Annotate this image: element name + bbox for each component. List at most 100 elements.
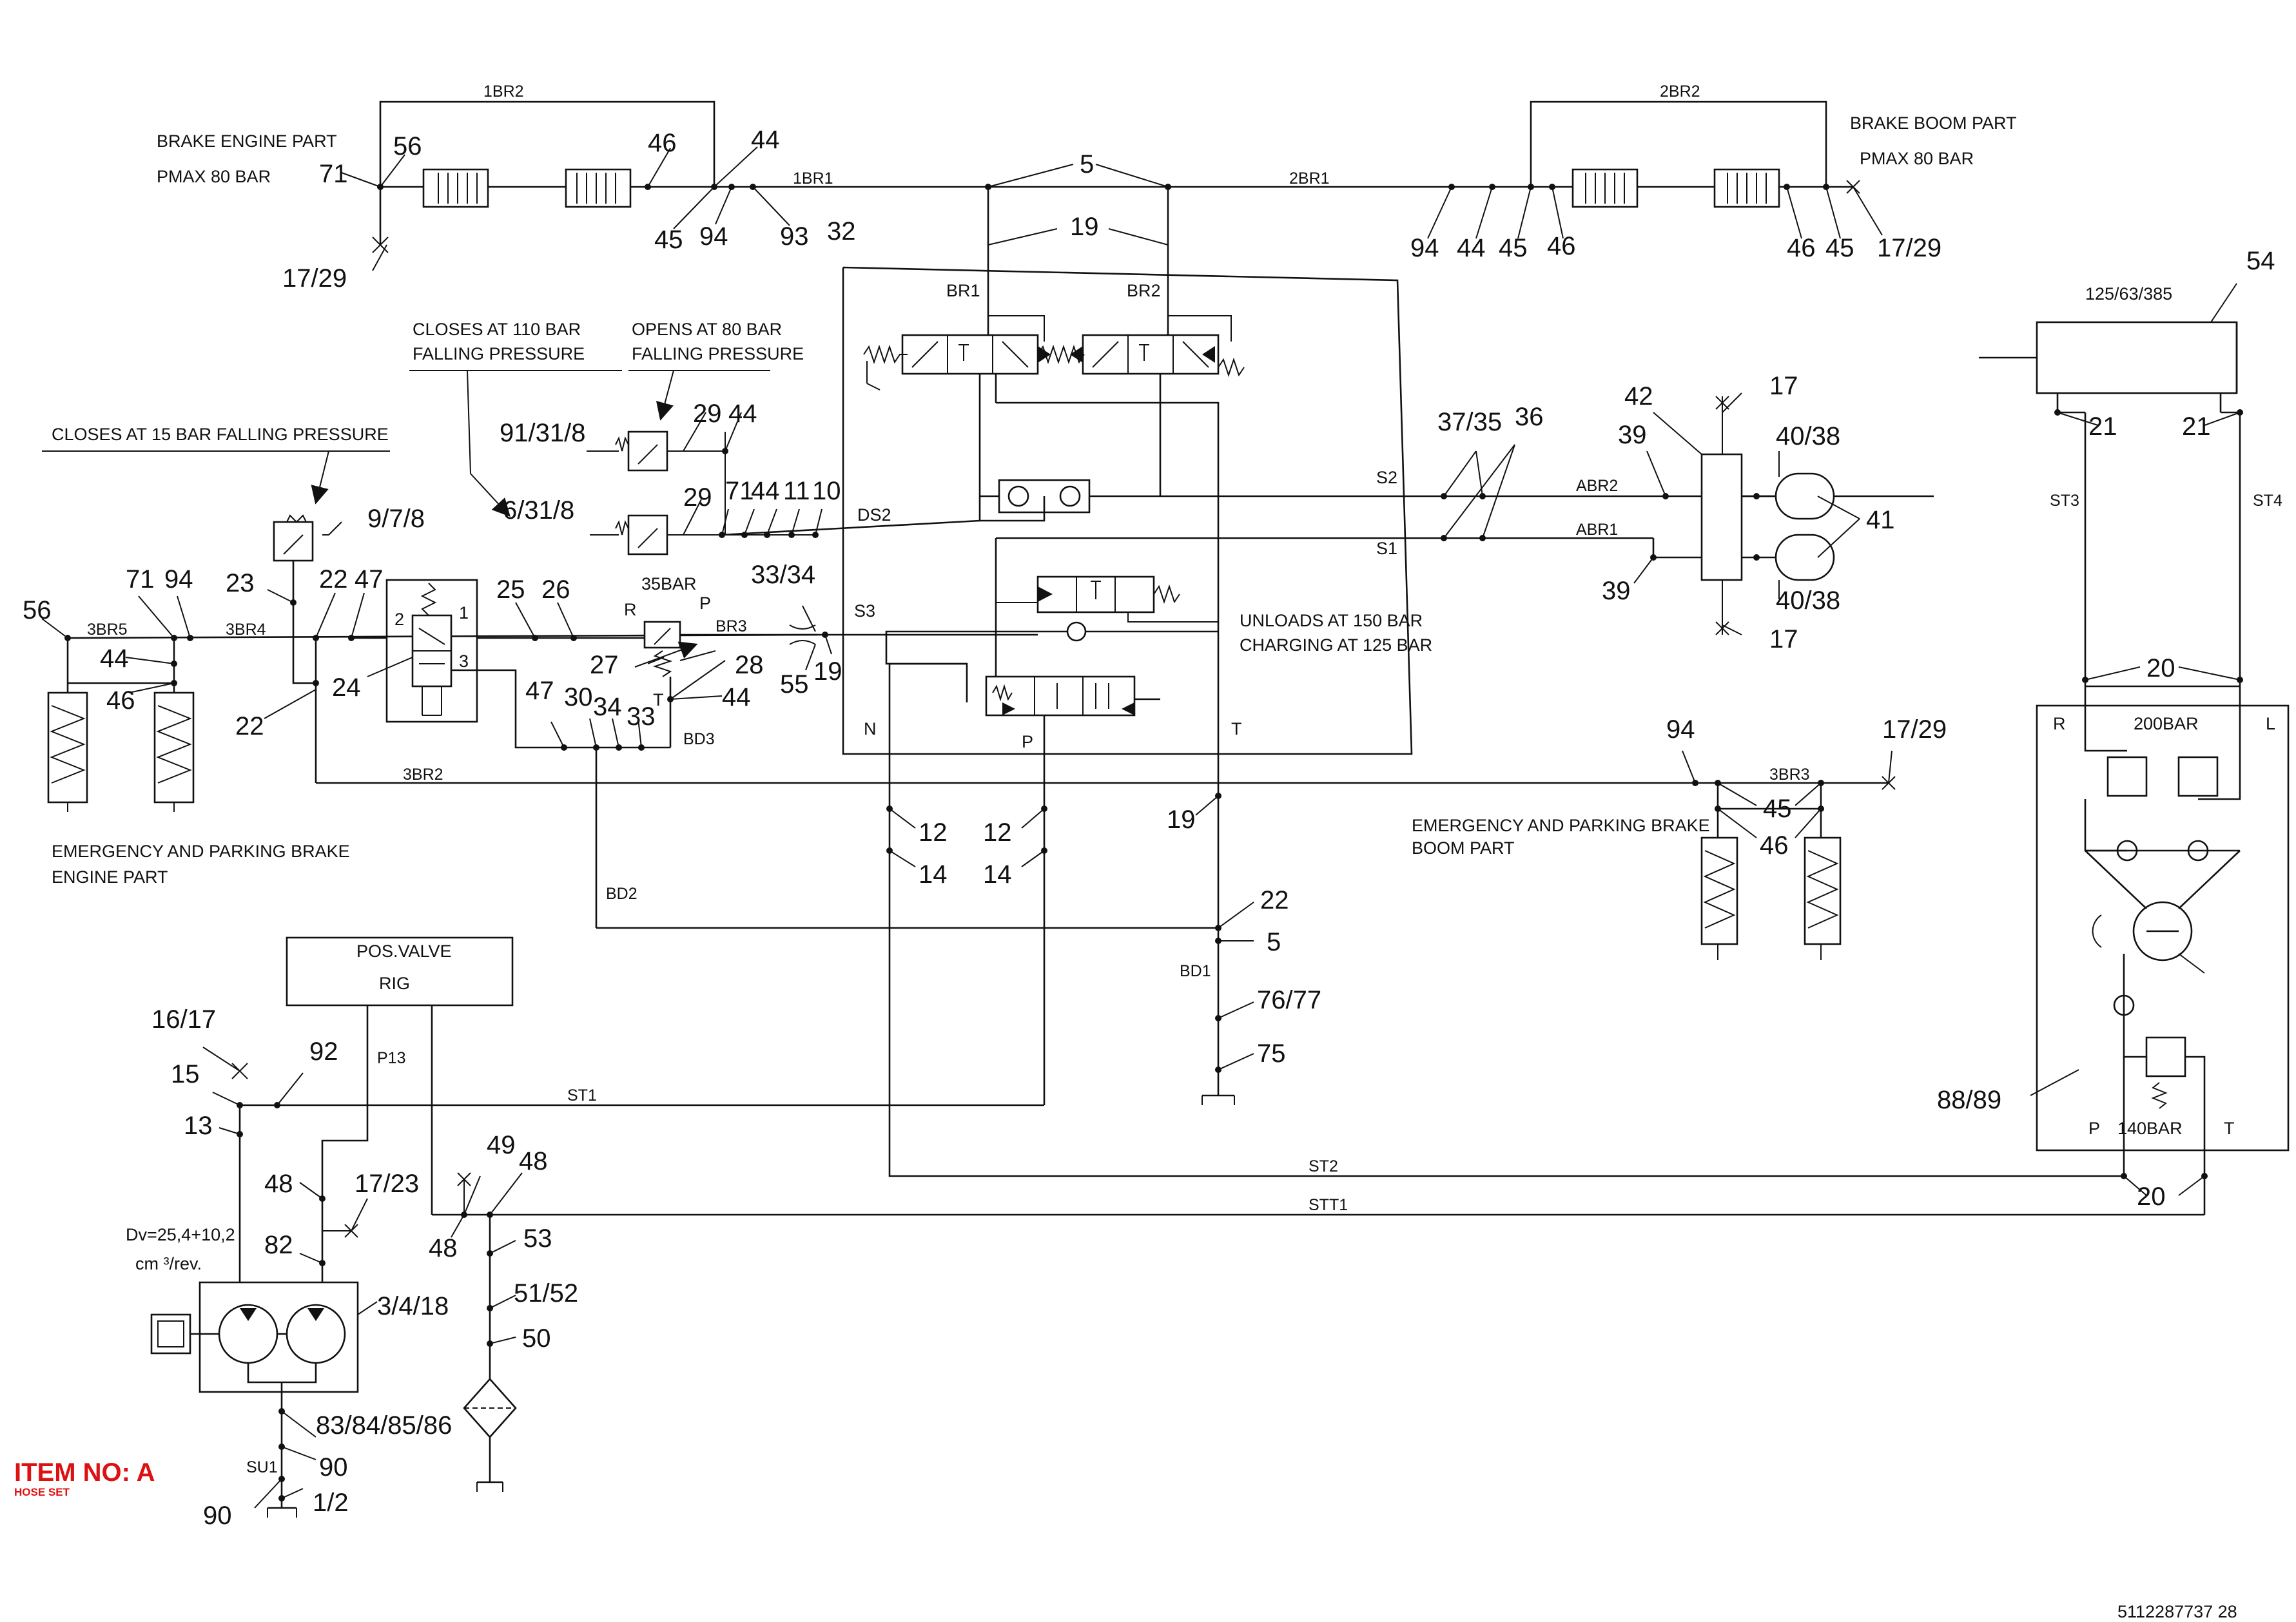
callout: 82 [264,1231,293,1259]
callout: 44 [100,644,129,673]
note-emerg-boom-a: EMERGENCY AND PARKING BRAKE [1412,816,1710,835]
note-emerg-engine-b: ENGINE PART [52,867,168,887]
note-brake-engine-part: BRAKE ENGINE PART [157,131,337,151]
callout: 30 [564,683,593,711]
callout: 24 [332,673,361,702]
hose-st2: ST2 [1309,1157,1338,1175]
port-br1: BR1 [946,281,980,300]
callout: 47 [525,677,554,705]
hose-2br1: 2BR1 [1289,169,1330,188]
callout: 92 [309,1038,338,1066]
port-n-valve: N [864,719,877,739]
callout: 22 [319,565,348,594]
pos-valve-label-a: POS.VALVE [356,941,452,961]
item-number: ITEM NO: A [14,1458,155,1487]
boom-cylinder-and-motor [1979,283,2290,1196]
note-unloads-a: UNLOADS AT 150 BAR [1240,611,1423,630]
callout: 9/7/8 [367,505,425,533]
solenoid-port-1: 1 [459,603,469,623]
pump-displacement: Dv=25,4+10,2 [126,1225,235,1244]
hose-p13: P13 [377,1049,405,1067]
hose-3br3: 3BR3 [1769,766,1810,784]
note-unloads-b: CHARGING AT 125 BAR [1240,635,1432,655]
callout: 55 [780,670,809,699]
callout: 22 [235,712,264,740]
callout: 21 [2182,412,2211,441]
callout: 83/84/85/86 [316,1411,452,1440]
callout: 12 [983,818,1012,847]
callout: 14 [919,860,948,889]
callout: 29 [683,483,712,512]
callout: 44 [728,400,757,428]
callout: 21 [2088,412,2117,441]
hose-br3: BR3 [715,617,747,635]
solenoid-port-2: 2 [394,610,404,629]
callout: 23 [226,569,255,597]
callout: 17/29 [1877,234,1941,262]
hose-su1: SU1 [246,1458,278,1476]
callout: 94 [699,222,728,251]
callout: 13 [184,1112,213,1140]
note-opens-80-b: FALLING PRESSURE [632,344,804,363]
hose-st3: ST3 [2050,492,2079,510]
item-subtitle: HOSE SET [14,1486,70,1498]
callout: 27 [590,651,619,679]
callout: 46 [106,686,135,715]
callout: 11 [783,477,810,505]
note-closes-110-a: CLOSES AT 110 BAR [413,320,581,339]
port-p-35bar: P [699,594,711,613]
callout: 15 [171,1060,200,1088]
note-closes-15: CLOSES AT 15 BAR FALLING PRESSURE [52,425,389,444]
document-number: 5112287737 28 [2117,1602,2237,1621]
cylinder-spec: 125/63/385 [2085,284,2172,304]
hose-st1: ST1 [567,1086,597,1105]
port-l-motor: L [2266,714,2275,733]
callout: 45 [1825,234,1854,262]
callout: 44 [751,477,780,505]
callout: 42 [1624,382,1653,410]
callout: 46 [1760,831,1789,860]
callout: 10 [812,477,841,505]
callout: 53 [523,1224,552,1253]
item-stamp: ITEM NO: A HOSE SET [14,1460,155,1498]
callouts: 71 56 46 44 45 94 93 17/29 5 19 32 94 44… [23,126,2275,1530]
callout: 48 [429,1234,458,1262]
notes: BRAKE ENGINE PART PMAX 80 BAR BRAKE BOOM… [52,113,2275,1273]
callout: 88/89 [1937,1086,2001,1114]
leaders-top [341,146,1883,271]
note-opens-80-a: OPENS AT 80 BAR [632,320,782,339]
callout: 94 [164,565,193,594]
callout: 90 [319,1453,348,1482]
callout: 46 [1547,232,1576,260]
note-pmax-engine: PMAX 80 BAR [157,167,271,186]
callout: 14 [983,860,1012,889]
callout: 40/38 [1776,586,1840,615]
callout: 90 [203,1501,232,1530]
callout: 44 [1457,234,1486,262]
callout: 45 [654,226,683,254]
solenoid-port-3: 3 [459,652,469,671]
callout: 94 [1666,715,1695,744]
callout: 34 [593,693,622,721]
callout: 12 [919,818,948,847]
callout: 1/2 [313,1489,349,1517]
hose-abr2: ABR2 [1576,477,1618,495]
callout: 17/29 [282,264,347,293]
callout: 54 [2246,247,2275,275]
pos-valve-label-b: RIG [379,974,410,993]
callout: 46 [1787,234,1816,262]
port-ds2: DS2 [857,505,891,525]
callout: 45 [1499,234,1528,262]
callout: 51/52 [514,1279,578,1308]
callout: 36 [1515,403,1544,431]
callout: 22 [1260,886,1289,914]
callout: 71 [725,477,754,505]
callout: 76/77 [1257,986,1321,1014]
hose-1br1: 1BR1 [793,169,833,188]
engine-parking-brake-lines [41,561,1718,931]
brake-engine-part [372,101,1186,253]
hose-stt1: STT1 [1309,1196,1348,1214]
hose-1br2: 1BR2 [483,82,524,101]
callout: 33 [627,702,656,731]
